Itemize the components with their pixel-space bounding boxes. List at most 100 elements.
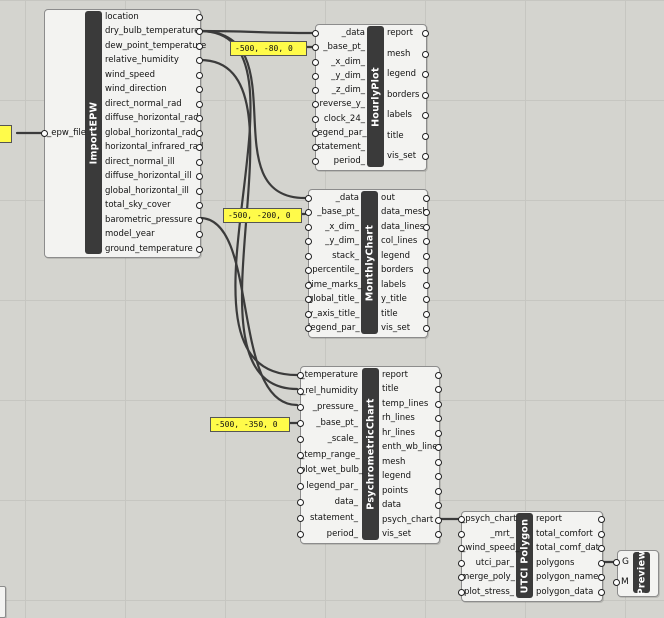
output-grip[interactable] [423, 223, 430, 231]
output-grip[interactable] [598, 530, 605, 538]
input-pressure[interactable]: _pressure_ [312, 401, 358, 412]
input-percentile[interactable]: percentile_ [312, 265, 359, 276]
output-labels[interactable]: labels [387, 110, 412, 120]
output-ground-temperature[interactable]: ground_temperature [105, 243, 193, 254]
output-grip[interactable] [196, 57, 203, 65]
output-grip[interactable] [435, 415, 442, 423]
output-total-comfort[interactable]: total_comfort [536, 528, 593, 539]
input-grip[interactable] [305, 325, 312, 333]
input-grip[interactable] [305, 209, 312, 217]
input-base-pt[interactable]: _base_pt_ [323, 42, 365, 53]
input-grip[interactable] [305, 281, 312, 289]
output-grip[interactable] [422, 132, 429, 140]
input-grip[interactable] [312, 30, 319, 37]
input-psych-chart[interactable]: _psych_chart [461, 514, 517, 524]
epw-file-panel[interactable] [0, 125, 12, 143]
input-rel-humidity[interactable]: _rel_humidity [301, 385, 358, 396]
output-data-lines[interactable]: data_lines [381, 221, 425, 232]
input-statement[interactable]: statement_ [309, 513, 358, 524]
output-grip[interactable] [196, 86, 203, 94]
output-model-year[interactable]: model_year [105, 229, 155, 240]
output-data-mesh[interactable]: data_mesh [381, 207, 428, 218]
input-plot-stress[interactable]: plot_stress_ [464, 586, 514, 597]
output-dry-bulb-temperature[interactable]: dry_bulb_temperature [105, 26, 200, 37]
output-wind-speed[interactable]: wind_speed [105, 69, 156, 80]
output-dew-point-temperature[interactable]: dew_point_temperature [105, 40, 207, 51]
input-grip[interactable] [613, 579, 620, 586]
input-grip[interactable] [305, 310, 312, 318]
output-grip[interactable] [598, 545, 605, 552]
output-grip[interactable] [196, 42, 203, 50]
input-grip[interactable] [305, 223, 312, 231]
input-plot-wet-bulb[interactable]: plot_wet_bulb_ [300, 465, 364, 476]
output-temp-lines[interactable]: temp_lines [382, 398, 429, 409]
input-grip[interactable] [312, 129, 319, 137]
input-grip[interactable] [312, 115, 319, 123]
input-grip[interactable] [305, 296, 312, 304]
output-grip[interactable] [422, 91, 429, 99]
output-relative-humidity[interactable]: relative_humidity [105, 55, 179, 66]
output-grip[interactable] [196, 202, 203, 210]
output-grip[interactable] [423, 310, 430, 318]
output-grip[interactable] [598, 588, 605, 596]
output-report[interactable]: report [387, 28, 413, 38]
output-grip[interactable] [196, 100, 203, 108]
input-temperature[interactable]: _temperature [300, 370, 358, 380]
output-grip[interactable] [423, 238, 430, 246]
input-grip[interactable] [312, 87, 319, 94]
output-grip[interactable] [422, 112, 429, 119]
input-grip[interactable] [297, 435, 304, 443]
output-grip[interactable] [196, 115, 203, 123]
output-grip[interactable] [423, 195, 430, 202]
input-grip[interactable] [458, 588, 465, 596]
input-grip[interactable] [297, 483, 304, 491]
input-grip[interactable] [297, 499, 304, 507]
input-reverse-y[interactable]: reverse_y_ [319, 99, 365, 110]
output-grip[interactable] [422, 50, 429, 58]
input-merge-poly[interactable]: merge_poly_ [461, 572, 515, 582]
output-polygons[interactable]: polygons [536, 557, 575, 568]
input-x-dim[interactable]: _x_dim_ [325, 221, 359, 232]
input-grip[interactable] [297, 467, 304, 475]
output-title[interactable]: title [382, 384, 399, 395]
input-grip[interactable] [458, 530, 465, 538]
offscreen-component[interactable] [0, 586, 6, 618]
input-clock-24[interactable]: clock_24_ [323, 113, 365, 124]
output-grip[interactable] [422, 153, 429, 160]
input-y-dim[interactable]: _y_dim_ [325, 236, 359, 247]
input-grip[interactable] [312, 158, 319, 166]
output-grip[interactable] [435, 400, 442, 408]
output-grip[interactable] [196, 216, 203, 224]
preview-input-g[interactable]: G [622, 557, 629, 567]
output-total-sky-cover[interactable]: total_sky_cover [105, 200, 171, 211]
output-grip[interactable] [435, 502, 442, 510]
input-data[interactable]: data_ [334, 497, 358, 508]
input-grip[interactable] [458, 516, 465, 523]
output-vis-set[interactable]: vis_set [381, 323, 411, 334]
input-grip[interactable] [458, 574, 465, 581]
input-y-dim[interactable]: _y_dim_ [331, 70, 365, 81]
output-borders[interactable]: borders [387, 89, 420, 100]
output-col-lines[interactable]: col_lines [381, 236, 418, 247]
input-period[interactable]: period_ [326, 529, 358, 539]
output-grip[interactable] [435, 372, 442, 379]
input-grip[interactable] [297, 372, 304, 379]
output-grip[interactable] [423, 267, 430, 275]
output-grip[interactable] [196, 144, 203, 152]
output-grip[interactable] [435, 386, 442, 394]
input-epw-file[interactable]: _epw_file [47, 128, 87, 138]
output-wind-direction[interactable]: wind_direction [105, 84, 167, 95]
output-grip[interactable] [435, 444, 442, 452]
input-statement[interactable]: statement_ [316, 142, 365, 152]
input-utci-par[interactable]: utci_par_ [475, 557, 514, 568]
output-mesh[interactable]: mesh [387, 48, 411, 59]
output-barometric-pressure[interactable]: barometric_pressure [105, 214, 193, 225]
input-period[interactable]: period_ [333, 156, 365, 167]
input-grip[interactable] [312, 44, 319, 52]
output-grip[interactable] [435, 487, 442, 495]
output-diffuse-horizontal-ill[interactable]: diffuse_horizontal_ill [105, 171, 192, 182]
output-grip[interactable] [435, 530, 442, 538]
input-y-axis-title[interactable]: y_axis_title_ [308, 308, 360, 319]
input-legend-par[interactable]: legend_par_ [308, 323, 360, 334]
input-grip[interactable] [305, 252, 312, 260]
